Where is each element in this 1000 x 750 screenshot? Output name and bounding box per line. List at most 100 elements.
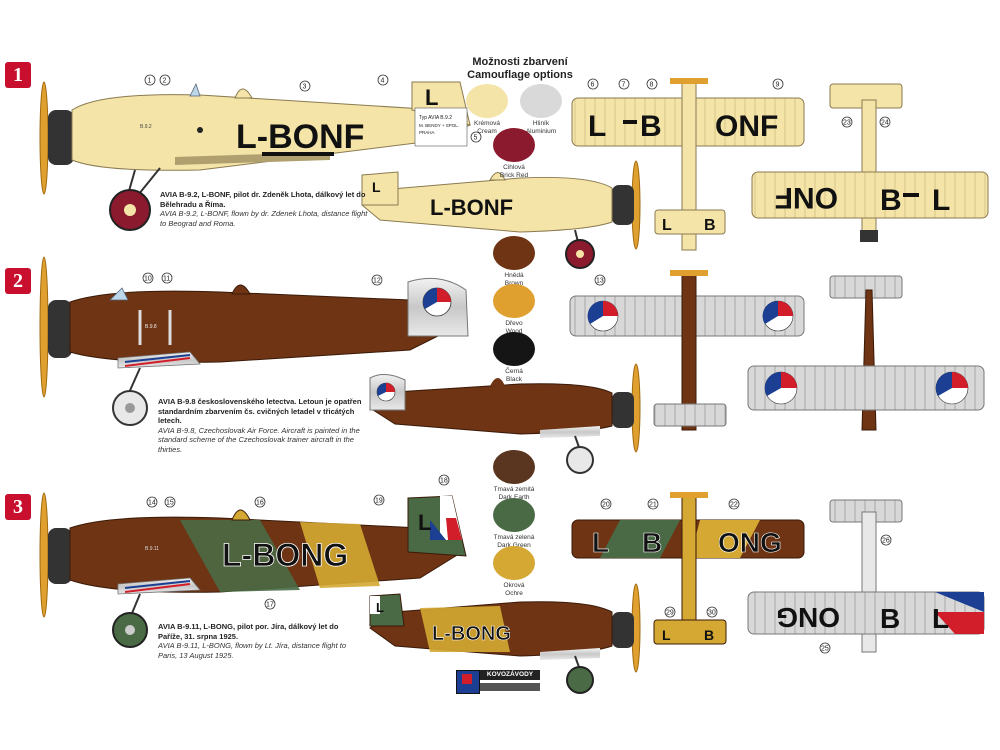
swatch-ochre [493, 546, 535, 580]
svg-text:9: 9 [776, 82, 780, 89]
scheme1-bottom-wing-ONF: ONF [775, 181, 838, 214]
scheme1-top-wing-ONF: ONF [715, 110, 778, 143]
caption-scheme-1: AVIA B-9.2, L-BONF, pilot dr. Zdeněk Lho… [160, 190, 370, 228]
callout-circle: 8 [646, 78, 658, 90]
callout-circle: 26 [880, 534, 892, 546]
svg-text:4: 4 [381, 78, 385, 85]
callout-circle: 20 [600, 498, 612, 510]
callout-circle: 17 [264, 598, 276, 610]
legend-title: Možnosti zbarvení Camouflage options [452, 56, 588, 82]
scheme1-top-view [571, 78, 805, 251]
callout-circle: 25 [819, 642, 831, 654]
svg-text:20: 20 [602, 502, 610, 509]
scheme3-bottom-wing-B: B [880, 603, 900, 634]
scheme3-top-view [571, 492, 805, 645]
swatch-wood-label: DřevoWood [505, 320, 523, 335]
svg-text:15: 15 [166, 500, 174, 507]
section-number-3: 3 [5, 494, 31, 520]
scheme1-reg-large: L-BONF [236, 118, 364, 156]
scheme1-tail-plate-3: PRAHA [419, 130, 435, 135]
svg-text:26: 26 [882, 538, 890, 545]
scheme2-side-large [39, 256, 469, 426]
scheme3-side-small [369, 583, 641, 694]
svg-text:29: 29 [666, 610, 674, 617]
callout-circle: 6 [587, 78, 599, 90]
swatch-wood [493, 284, 535, 318]
svg-text:12: 12 [373, 278, 381, 285]
caption-scheme-2: AVIA B-9.8 československého letectva. Le… [158, 397, 363, 454]
callout-circle: 11 [161, 272, 173, 284]
callout-circle: 5 [470, 131, 482, 143]
callout-circle: 23 [841, 116, 853, 128]
swatch-brown [493, 236, 535, 270]
scheme2-top-view [569, 270, 805, 431]
callout-circle: 13 [594, 274, 606, 286]
svg-text:13: 13 [596, 278, 604, 285]
scheme1-side-small [361, 160, 641, 269]
svg-text:23: 23 [843, 120, 851, 127]
scheme3-bottom-wing-ONG: ONG [776, 602, 840, 633]
callout-circle: 21 [647, 498, 659, 510]
swatch-aluminium [520, 84, 562, 118]
scheme1-tail-top-L: L [662, 217, 672, 234]
scheme1-tail-top-B: B [704, 217, 716, 234]
scheme2-side-small [369, 363, 641, 474]
section-number-1: 1 [5, 62, 31, 88]
scheme1-tail-plate-2: M. BENDY + SPOL. [419, 123, 459, 128]
callout-circle: 7 [618, 78, 630, 90]
callout-circle: 29 [664, 606, 676, 618]
scheme3-top-wing-L: L [592, 527, 609, 558]
callout-circle: 9 [772, 78, 784, 90]
scheme3-side-large [39, 492, 467, 648]
svg-text:10: 10 [144, 276, 152, 283]
scheme3-tail-top-L: L [662, 627, 671, 643]
logo-text: KOVOZÁVODY [480, 670, 540, 680]
scheme1-tail-letter-small: L [372, 179, 381, 195]
scheme3-top-wing-B: B [642, 527, 662, 558]
logo-flag-icon [462, 674, 472, 684]
svg-text:30: 30 [708, 610, 716, 617]
caption-2-en: AVIA B-9.8, Czechoslovak Air Force. Airc… [158, 425, 360, 454]
svg-text:3: 3 [303, 84, 307, 91]
scheme1-reg-small: L-BONF [430, 195, 513, 220]
svg-text:25: 25 [821, 646, 829, 653]
svg-text:7: 7 [622, 82, 626, 89]
callout-circle: 22 [728, 498, 740, 510]
scheme3-tail-letter-small: L [376, 600, 384, 615]
svg-text:19: 19 [375, 498, 383, 505]
caption-1-cz: AVIA B-9.2, L-BONF, pilot dr. Zdeněk Lho… [160, 190, 366, 209]
kovozavody-logo: KOVOZÁVODY [456, 668, 542, 694]
scheme3-reg-small: L-BONG [432, 623, 511, 645]
section-number-2: 2 [5, 268, 31, 294]
roundel-bottom-right [935, 371, 969, 405]
legend-title-cz: Možnosti zbarvení [472, 56, 568, 68]
legend-title-en: Camouflage options [467, 69, 573, 81]
svg-text:14: 14 [148, 500, 156, 507]
caption-3-en: AVIA B-9.11, L-BONG, flown by Lt. Jíra, … [158, 641, 347, 660]
svg-text:24: 24 [881, 120, 889, 127]
swatch-cream [466, 84, 508, 118]
roundel-top-left [587, 300, 619, 332]
callout-circle: 4 [377, 74, 389, 86]
callout-circle: 19 [373, 494, 385, 506]
svg-text:17: 17 [266, 602, 274, 609]
scheme1-reg-underline [262, 152, 334, 156]
roundel-bottom-left [764, 371, 798, 405]
scheme1-top-wing-L: L [588, 110, 606, 143]
scheme1-bottom-wing-L: L [932, 184, 950, 217]
scheme2-bottom-view [747, 275, 985, 431]
swatch-dark-green-label: Tmavá zelenáDark Green [493, 534, 535, 549]
caption-2-cz: AVIA B-9.8 československého letectva. Le… [158, 397, 362, 425]
roundel-top-right [762, 300, 794, 332]
scheme3-top-wing-ONG: ONG [718, 527, 782, 558]
scheme1-tail-plate-1: Typ AVIA B.9.2 [419, 115, 452, 121]
swatch-dark-earth [493, 450, 535, 484]
caption-1-en: AVIA B-9.2, L-BONF, flown by dr. Zdenek … [160, 209, 368, 228]
swatch-brick-red [493, 128, 535, 162]
scheme1-top-wing-B: B [640, 110, 662, 143]
